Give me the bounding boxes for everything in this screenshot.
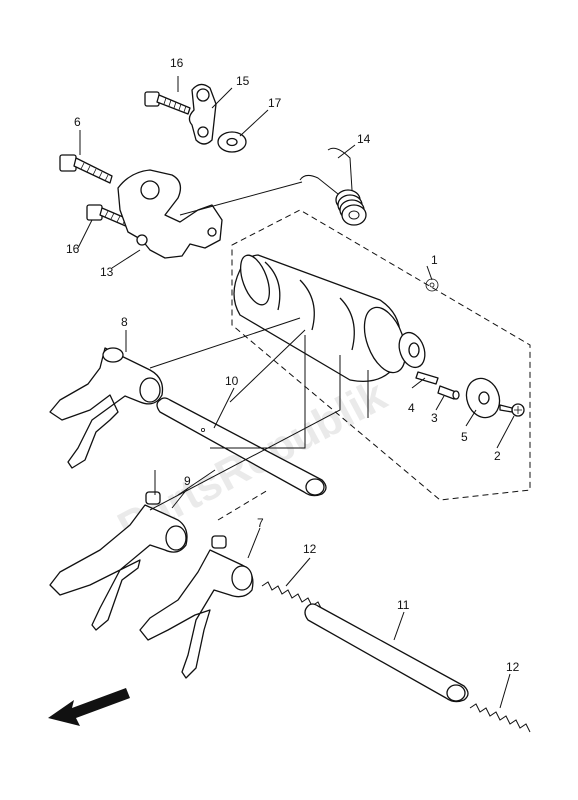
stopper-plate-13 — [117, 169, 223, 259]
label-part-11: 11 — [397, 598, 410, 612]
label-part-16-upper: 16 — [170, 56, 184, 70]
fork-shaft-10 — [156, 397, 327, 497]
label-part-10: 10 — [225, 374, 239, 388]
segment-5 — [465, 377, 501, 419]
shift-lever-15 — [188, 83, 217, 145]
screw-2 — [499, 403, 525, 417]
dowel-3 — [437, 385, 460, 400]
front-arrow-icon — [48, 688, 130, 726]
label-part-3: 3 — [431, 411, 438, 425]
label-part-17: 17 — [268, 96, 282, 110]
label-part-6: 6 — [74, 115, 81, 129]
pin-4 — [415, 371, 439, 385]
label-part-2: 2 — [494, 449, 501, 463]
label-part-9: 9 — [184, 474, 191, 488]
label-part-12-left: 12 — [303, 542, 317, 556]
shift-fork-8 — [49, 347, 164, 469]
label-part-1: 1 — [431, 253, 438, 267]
bolt-16-upper — [144, 91, 191, 115]
label-part-8: 8 — [121, 315, 128, 329]
label-part-13: 13 — [100, 265, 114, 279]
torsion-spring-14 — [299, 147, 367, 226]
label-part-4: 4 — [408, 401, 415, 415]
leader-lines — [77, 76, 515, 709]
fork-shaft-11 — [304, 603, 469, 703]
assembly-outline — [231, 209, 531, 501]
spring-12-right — [469, 703, 531, 733]
shift-fork-7 — [139, 535, 254, 679]
washer-17 — [217, 131, 247, 153]
shift-drum-1 — [233, 254, 439, 383]
shift-fork-9 — [49, 491, 188, 631]
label-part-7: 7 — [257, 516, 264, 530]
label-part-12-right: 12 — [506, 660, 520, 674]
label-part-15: 15 — [236, 74, 250, 88]
label-part-5: 5 — [461, 430, 468, 444]
bolt-6 — [59, 154, 113, 184]
label-part-14: 14 — [357, 132, 371, 146]
label-part-16-lower: 16 — [66, 242, 80, 256]
callout-labels: 1 2 3 4 5 6 7 8 9 10 11 12 12 13 14 15 1… — [66, 56, 520, 674]
